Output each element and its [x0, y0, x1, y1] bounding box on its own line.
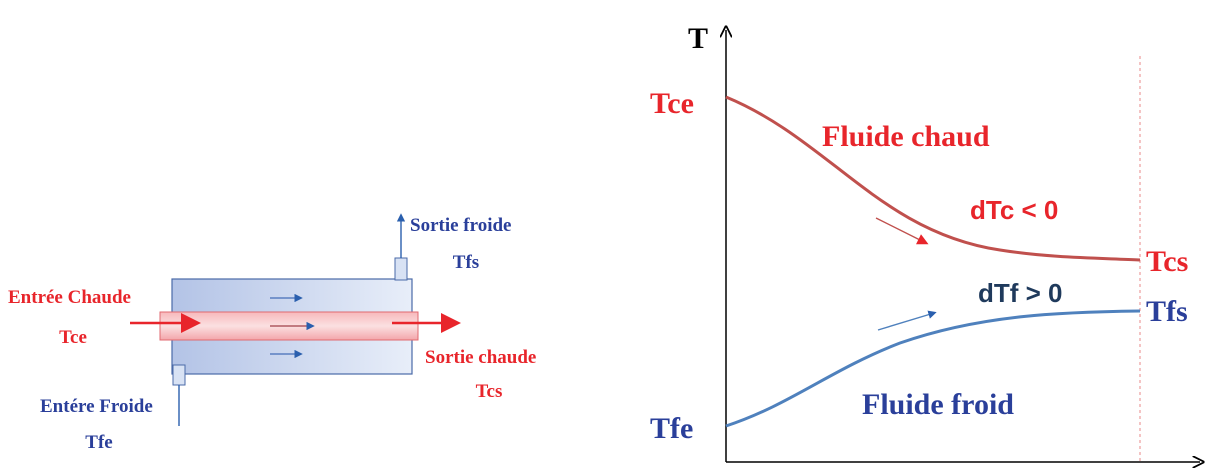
cold-inlet-symbol: Tfe — [85, 432, 112, 453]
hot-trend-arrow — [875, 217, 929, 245]
hot-inlet-label: Entrée Chaude — [8, 287, 131, 308]
y-axis-label: T — [688, 22, 708, 55]
cold-outlet-label: Sortie froide — [410, 215, 512, 236]
hot-inlet-symbol: Tce — [59, 327, 87, 348]
graph-tfs-label: Tfs — [1146, 295, 1188, 328]
cold-fluid-curve — [725, 309, 1141, 428]
cold-outlet-symbol: Tfs — [453, 252, 479, 273]
hot-outlet-label: Sortie chaude — [425, 347, 536, 368]
cold-gradient-label: dTf > 0 — [978, 278, 1063, 308]
hot-outlet-symbol: Tcs — [476, 381, 503, 402]
exchanger-schematic: Entrée Chaude Tce Sortie froide Tfs Sort… — [8, 213, 536, 453]
temperature-graph: T Tce Tcs Tfe Tfs Fluide chaud Fluide fr… — [650, 22, 1200, 462]
cold-outlet-pipe — [394, 257, 408, 281]
graph-tcs-label: Tcs — [1146, 245, 1188, 278]
cold-fluid-label: Fluide froid — [862, 388, 1014, 421]
cold-inlet-label: Entére Froide — [40, 396, 153, 417]
cold-trend-arrow — [877, 310, 937, 331]
hot-gradient-label: dTc < 0 — [970, 195, 1058, 225]
graph-tce-label: Tce — [650, 87, 694, 120]
hot-fluid-curve — [725, 95, 1141, 262]
graph-tfe-label: Tfe — [650, 412, 693, 445]
cold-inlet-pipe — [172, 364, 186, 386]
hot-fluid-label: Fluide chaud — [822, 120, 990, 153]
